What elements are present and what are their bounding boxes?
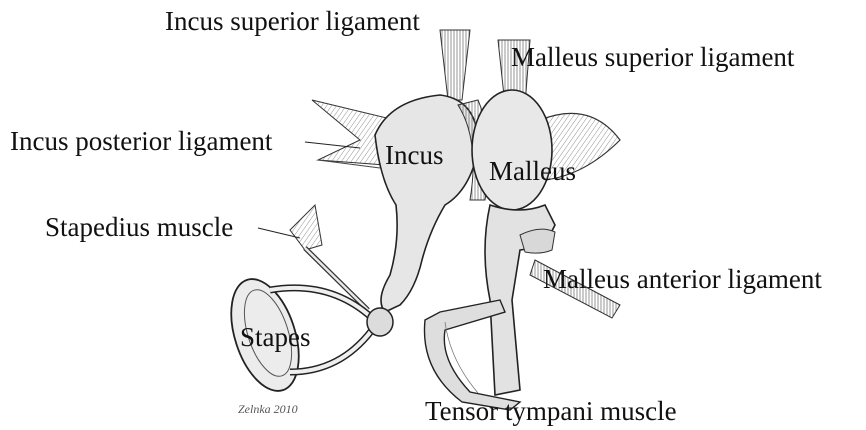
label-malleus: Malleus — [489, 158, 576, 185]
label-incus-posterior-ligament: Incus posterior ligament — [10, 128, 272, 155]
label-incus: Incus — [385, 142, 443, 169]
artist-signature: Zelnka 2010 — [238, 402, 298, 417]
label-tensor-tympani-muscle: Tensor tympani muscle — [425, 398, 677, 425]
label-malleus-superior-ligament: Malleus superior ligament — [511, 44, 794, 71]
incus-superior-ligament-shape — [440, 30, 470, 100]
label-stapes: Stapes — [240, 324, 311, 351]
malleus-bone — [472, 90, 555, 395]
label-malleus-anterior-ligament: Malleus anterior ligament — [543, 266, 822, 293]
incus-bone — [375, 95, 489, 312]
label-stapedius-muscle: Stapedius muscle — [45, 214, 233, 241]
label-incus-superior-ligament: Incus superior ligament — [165, 8, 420, 35]
